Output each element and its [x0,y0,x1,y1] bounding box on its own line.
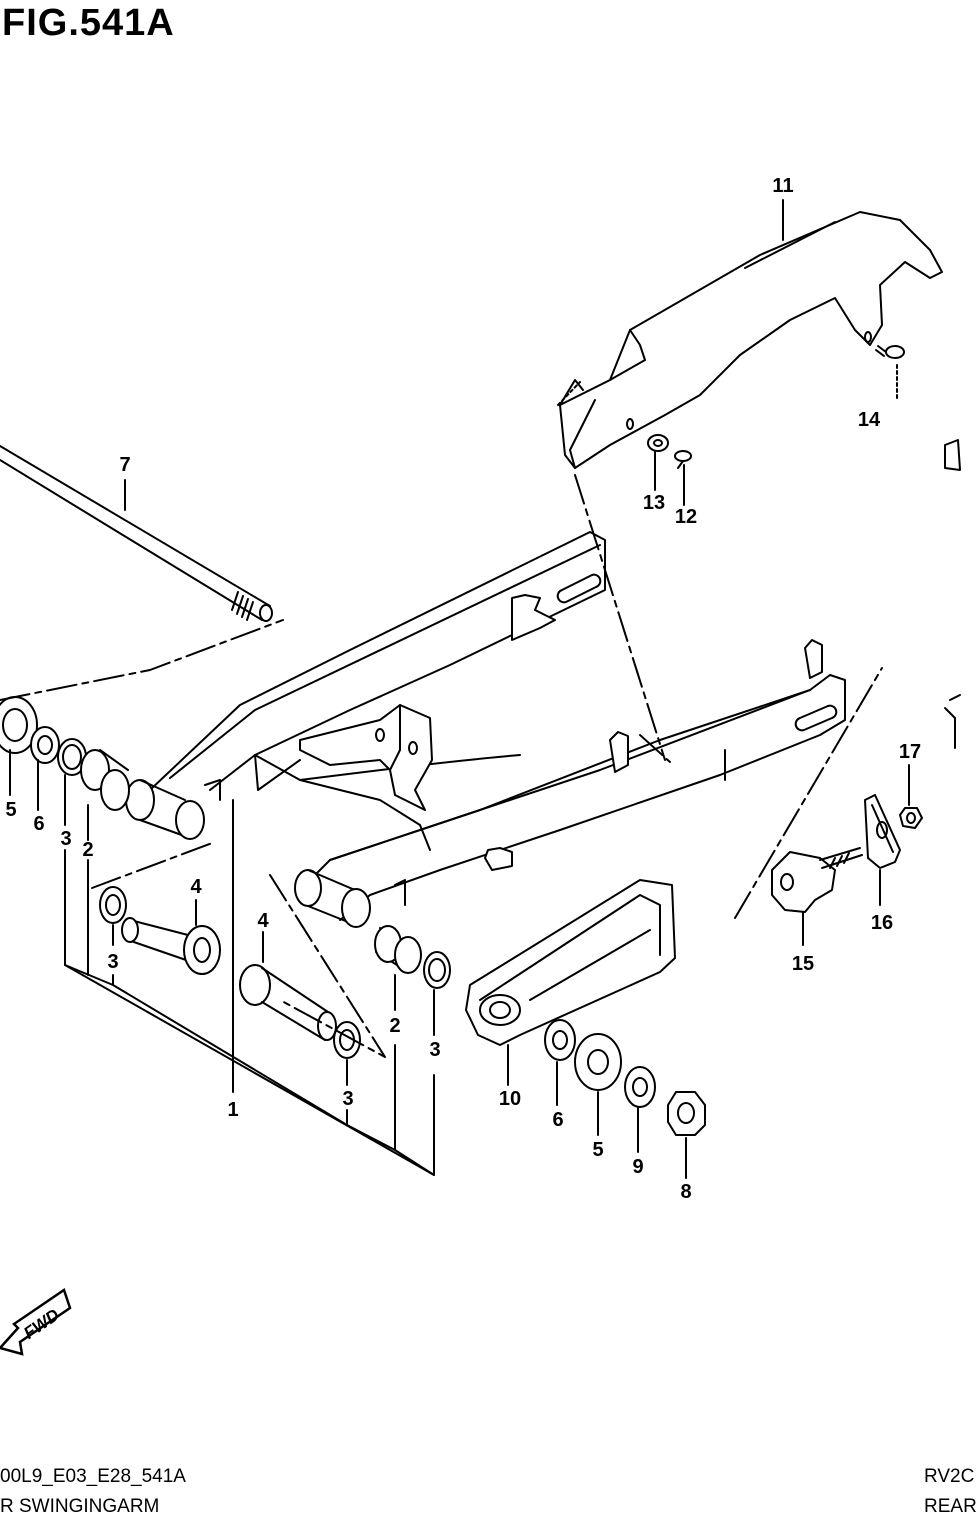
callout-14: 14 [858,409,881,431]
callout-12: 12 [675,506,697,528]
diagram-name: R SWINGINGARM [0,1496,160,1517]
nut-8-part [667,1091,706,1136]
callout-labels: 11 14 13 12 7 17 16 15 5 6 3 2 4 3 4 2 3… [5,175,921,1203]
callout-13: 13 [643,492,665,514]
callout-3c: 3 [429,1039,440,1061]
callout-6a: 6 [33,813,44,835]
section-name: REAR [924,1496,977,1517]
callout-11: 11 [772,175,793,197]
bolt-14-part [875,345,905,359]
callout-9: 9 [632,1156,643,1178]
callout-6b: 6 [552,1109,563,1131]
chain-case-part [559,211,943,469]
callout-2b: 2 [389,1015,400,1037]
diagram-code: 00L9_E03_E28_541A [0,1466,186,1487]
callout-8: 8 [680,1181,691,1203]
callout-15: 15 [792,953,814,975]
callout-5b: 5 [592,1139,603,1161]
washer-9-part [624,1066,656,1108]
callout-2a: 2 [82,839,93,861]
callout-3b: 3 [107,951,118,973]
swingarm-part [125,531,846,928]
callout-1: 1 [227,1099,238,1121]
nut-17-part [899,807,923,829]
washer-6b-part [544,1019,576,1061]
callout-5a: 5 [5,799,16,821]
washer-5b-part [574,1033,622,1091]
model-code: RV2C [924,1466,975,1487]
screw-12-part [674,450,692,469]
callout-16: 16 [871,912,893,934]
forward-arrow-icon: FWD [0,1288,72,1356]
washer-13-part [647,434,669,452]
callout-3d: 3 [342,1088,353,1110]
chain-slider-part [465,879,676,1046]
callout-3a: 3 [60,828,71,850]
callout-4b: 4 [257,910,269,932]
adjuster-plate-part [864,794,901,869]
figure-title: FIG.541A [2,2,175,44]
callout-17: 17 [899,741,921,763]
callout-7: 7 [119,454,130,476]
pivot-shaft-part [0,445,273,622]
chain-adjuster-part [771,847,863,913]
callout-10: 10 [499,1088,521,1110]
callout-4a: 4 [190,876,202,898]
left-bushing-group [0,696,451,1059]
